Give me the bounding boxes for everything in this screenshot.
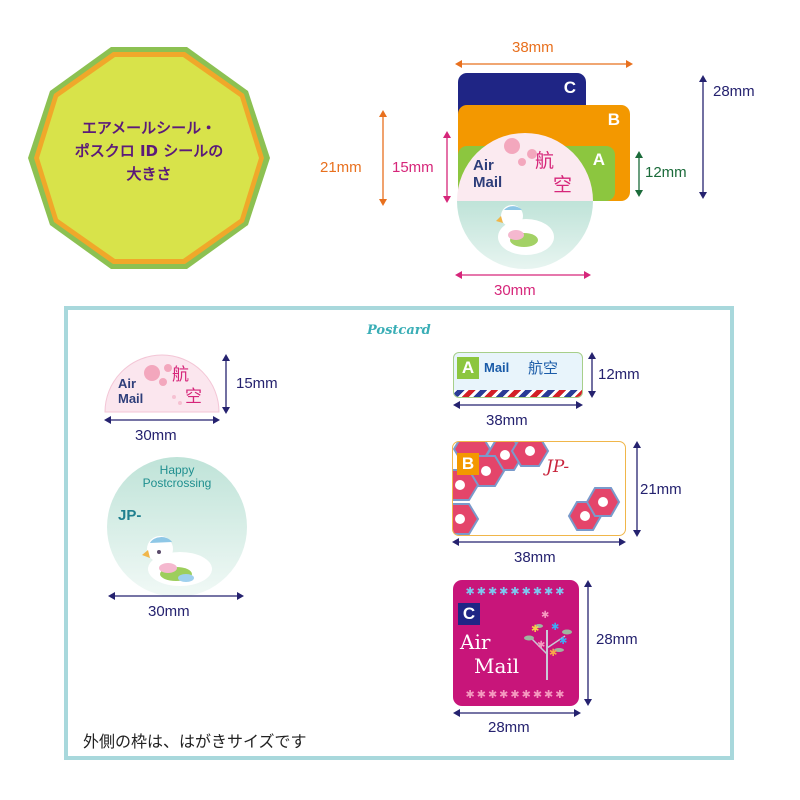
svg-text:✱: ✱ [559,636,567,647]
arrow-vertical-navy [699,75,707,199]
sticker-c-air-text: Air [460,630,491,654]
svg-text:✱: ✱ [541,610,549,621]
sticker-b-letter: B [461,454,475,473]
overview-height-21-label: 21mm [320,159,362,176]
sticker-a-width-label: 38mm [486,412,528,429]
overview-height-12-label: 12mm [645,164,687,181]
sticker-c-mail-text: Mail [474,654,520,678]
half-circle-air-text: Air [118,376,137,391]
postcard-size-note: 外側の枠は、はがきサイズです [83,732,307,751]
postcard-label: Postcard [367,323,431,338]
sticker-c-width-label: 28mm [488,719,530,736]
title-line-1: エアメールシール・ [81,119,217,137]
overview-width-30-label: 30mm [494,282,536,299]
round-id-width-label: 30mm [148,603,190,620]
sticker-a: A Mail 航空 [453,352,583,398]
arrow-horizontal-navy [108,592,244,600]
decagon-shape [28,47,270,269]
half-circle-airmail-text: Air Mail [118,376,143,406]
arrow-horizontal-magenta [455,271,591,279]
half-circle-kanji-1: 航 [172,365,189,385]
card-b-letter: B [607,110,620,129]
half-circle-mail-text: Mail [118,391,144,406]
sticker-b-jp-text: JP- [546,457,570,477]
arrow-horizontal-navy [453,709,581,717]
half-circle-width-label: 30mm [135,427,177,444]
overview-height-15-label: 15mm [392,159,434,176]
sticker-b: B JP- [452,441,626,536]
sticker-c: ✱✱✱✱✱✱✱✱✱ ✱✱✱✱✱✱✱✱✱ C Air Mail ✱✱✱✱✱✱ [453,580,579,706]
tree-icon: ✱✱✱✱✱✱ [524,610,572,680]
sticker-a-letter: A [461,358,475,377]
arrow-horizontal-navy [453,401,583,409]
arrow-vertical-navy [222,354,230,414]
svg-text:✱: ✱ [537,640,545,651]
arrow-vertical-orange [379,110,387,206]
title-line-2: ポスクロ ID シールの [74,142,224,160]
round-id-sticker [107,457,247,597]
sticker-b-width-label: 38mm [514,549,556,566]
postcard-frame: Postcard Air Mail 航 空 15mm 30mm [64,306,734,760]
arrow-vertical-green [635,151,643,197]
round-id-greeting: Happy Postcrossing [106,464,248,490]
arrow-vertical-navy [584,580,592,706]
hexagon-flower-pattern [453,442,621,535]
sticker-c-letter: C [462,604,476,623]
arrow-vertical-navy [633,441,641,537]
title-line-3: 大きさ [126,165,172,183]
sticker-a-airmail-stripe [454,390,582,397]
svg-text:✱: ✱ [531,624,539,635]
page-title: エアメールシール・ ポスクロ ID シールの 大きさ [28,117,270,186]
round-id-jp-text: JP- [118,507,142,524]
svg-text:✱: ✱ [549,648,557,659]
overview-height-28-label: 28mm [713,83,755,100]
round-id-postcrossing-text: Postcrossing [142,476,212,490]
overview-kanji-2: 空 [553,174,573,196]
arrow-vertical-navy [588,352,596,398]
sticker-a-mail-text: Mail [484,360,510,375]
overview-mail-text: Mail [473,174,503,191]
sticker-b-height-label: 21mm [640,481,682,498]
overview-diagram: 38mm C B A Air [0,0,800,305]
overview-circle-sticker [457,133,593,269]
sticker-a-height-label: 12mm [598,366,640,383]
arrow-horizontal-navy [452,538,626,546]
overview-kanji-1: 航 [535,150,555,172]
sticker-c-airmail-text: Air Mail [460,630,519,678]
overview-width-38-label: 38mm [512,39,554,56]
sticker-c-top-border-stars: ✱✱✱✱✱✱✱✱✱ [465,585,567,598]
sticker-b-letter-box: B [457,453,479,475]
sticker-a-letter-box: A [457,357,479,379]
half-circle-height-label: 15mm [236,375,278,392]
overview-sticker-text: Air Mail [473,157,502,191]
overview-air-text: Air [473,157,494,174]
half-circle-sticker [104,354,220,413]
round-id-happy-text: Happy [159,463,195,477]
card-a-letter: A [592,150,605,169]
half-circle-kanji-2: 空 [185,387,202,407]
sticker-c-letter-box: C [458,603,480,625]
card-c-letter: C [563,78,576,97]
title-badge: エアメールシール・ ポスクロ ID シールの 大きさ [28,45,270,271]
arrow-horizontal-orange [455,60,633,68]
sticker-a-kanji-text: 航空 [528,359,559,377]
sticker-c-height-label: 28mm [596,631,638,648]
sticker-c-bottom-border-stars: ✱✱✱✱✱✱✱✱✱ [465,688,567,701]
svg-text:✱: ✱ [551,622,559,633]
arrow-vertical-magenta [443,131,451,203]
arrow-horizontal-navy [104,416,220,424]
